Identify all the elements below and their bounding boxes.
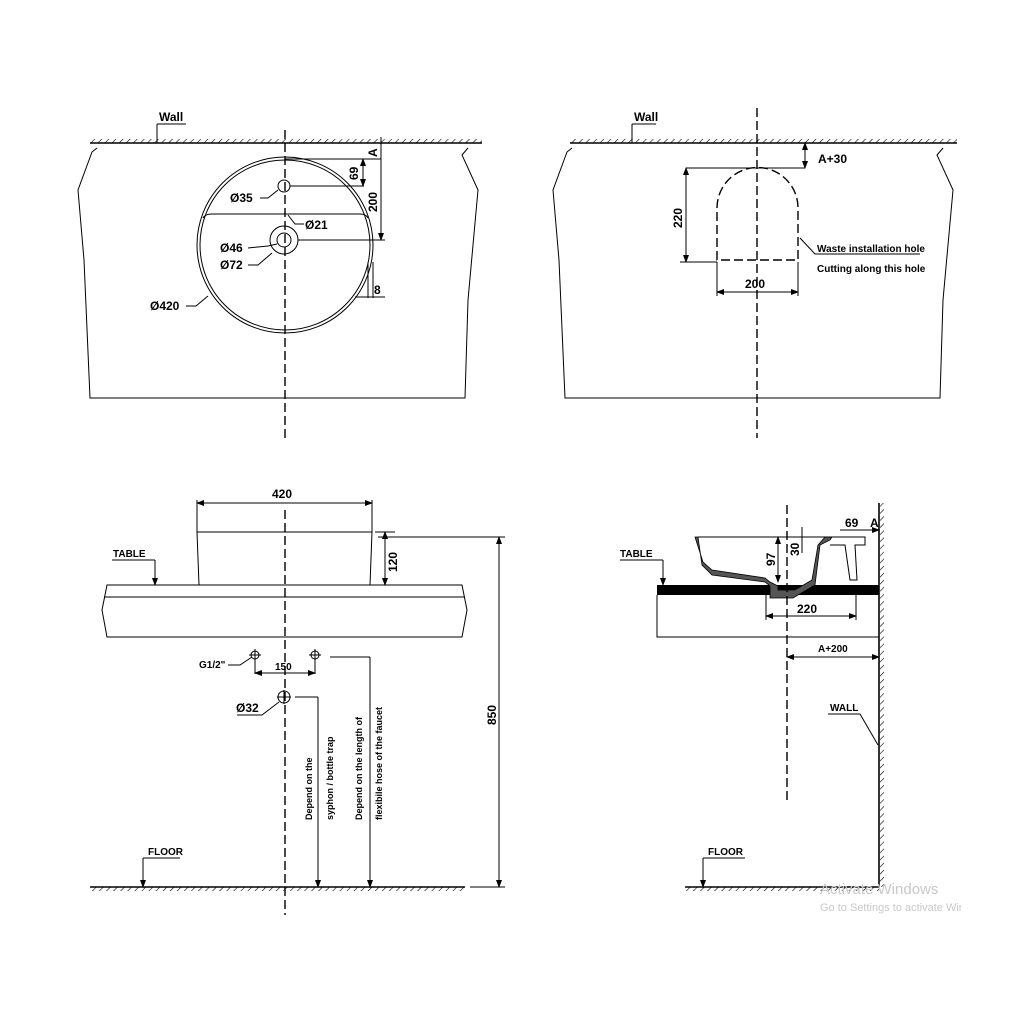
dim-220: 220: [671, 208, 685, 228]
dim-30: 30: [788, 542, 802, 556]
floor-label: FLOOR: [148, 847, 184, 858]
wall-hatch: [90, 139, 482, 143]
countertop-band: [657, 585, 879, 595]
table-front: [101, 584, 468, 638]
water-inlet-left: [249, 649, 261, 661]
water-inlet-right: [309, 649, 321, 661]
dim-69: 69: [347, 166, 361, 180]
drain-outer: [269, 225, 299, 255]
label-g12: G1/2": [199, 660, 226, 671]
dim-a200: A+200: [818, 644, 848, 655]
dim-69: 69: [845, 516, 859, 530]
dim-220: 220: [797, 602, 817, 616]
windows-watermark: Activate Windows Go to Settings to activ…: [820, 881, 994, 914]
note-waste-hole: Waste installation hole: [817, 244, 925, 255]
dim-a30: A+30: [818, 152, 847, 166]
wall-label: WALL: [830, 703, 858, 714]
note-hose-1: Depend on the length of: [354, 716, 364, 820]
overflow-ledge: [202, 213, 369, 219]
cutout-view: Wall A+30 220 200 Waste installation hol…: [552, 108, 957, 438]
floor-label: FLOOR: [708, 847, 744, 858]
dim-120: 120: [386, 552, 400, 572]
label-d72: Ø72: [220, 258, 243, 272]
dim-150: 150: [275, 662, 292, 673]
countertop-outline: [552, 147, 954, 399]
side-elevation: 97 30 69 A 220 A+200 TABLE WALL FLOOR: [620, 503, 884, 891]
label-d35: Ø35: [230, 191, 253, 205]
dim-420: 420: [272, 487, 292, 501]
watermark-line1: Activate Windows: [820, 881, 938, 898]
wall-label: Wall: [159, 110, 183, 124]
label-d32: Ø32: [236, 701, 259, 715]
note-hose-2: flexibile hose of the faucet: [374, 707, 384, 820]
table-label: TABLE: [113, 549, 146, 560]
table-side: [656, 595, 879, 638]
note-cutting: Cutting along this hole: [817, 264, 926, 275]
countertop-outline: [77, 147, 479, 399]
faucet-bracket: [830, 536, 866, 581]
dim-850: 850: [485, 705, 499, 725]
dim-a: A: [366, 148, 380, 157]
dim-97: 97: [764, 552, 778, 566]
drain-outlet: [277, 690, 291, 704]
dim-200: 200: [745, 277, 765, 291]
table-label: TABLE: [620, 549, 653, 560]
label-d420: Ø420: [150, 299, 180, 313]
drain-inner: [276, 232, 292, 248]
note-syphon-1: Depend on the: [304, 758, 314, 821]
dim-a: A: [870, 516, 879, 530]
dim-8: 8: [374, 283, 381, 297]
label-d46: Ø46: [220, 241, 243, 255]
dim-200: 200: [366, 192, 380, 212]
watermark-line2: Go to Settings to activate Windows.: [820, 902, 994, 914]
wall-label: Wall: [634, 110, 658, 124]
plan-view: Wall 69 200 A 8 Ø35 Ø21 Ø46 Ø72 Ø420: [77, 110, 482, 438]
label-d21: Ø21: [305, 218, 328, 232]
tap-hole: [277, 179, 291, 193]
note-syphon-2: syphon / bottle trap: [325, 736, 335, 820]
front-elevation: 420 120 TABLE G1/2" 150 Ø32 Depend on th…: [90, 487, 505, 915]
